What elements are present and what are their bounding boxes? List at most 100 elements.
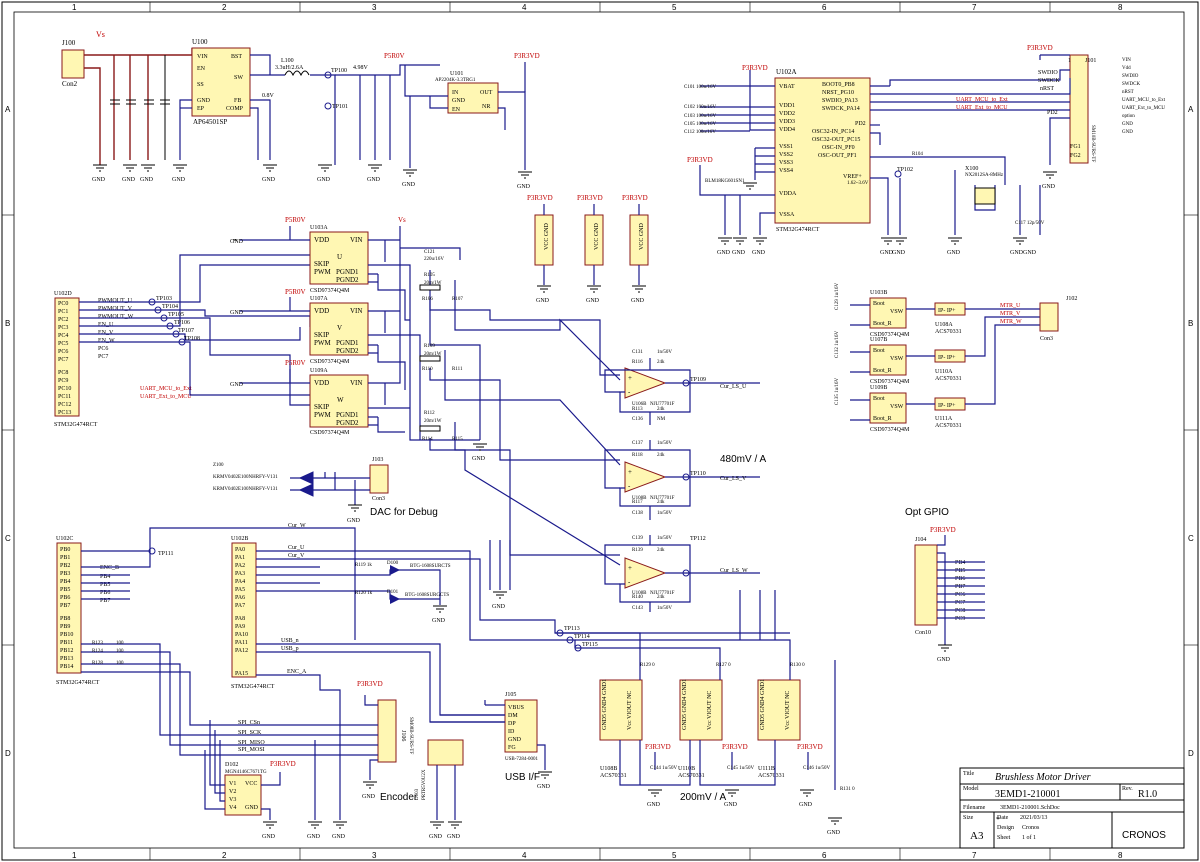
row-label: D [1188,749,1194,758]
dac-area: Z100 KRMV0402E100NHRFY-V131 KRMV0402E100… [213,457,389,502]
svg-text:C121: C121 [424,250,435,255]
model-value: 3EMD1-210001 [995,789,1061,800]
svg-text:100: 100 [116,661,124,666]
svg-text:PC5: PC5 [58,341,68,347]
chip-u103a: U103A CSD97374Q4M VDD VIN U SKIP PWM PGN… [309,225,369,294]
col-label: 6 [822,851,827,860]
gnd-symbols-drv: GND GND GND GND [230,239,487,462]
svg-text:PB7: PB7 [955,584,965,590]
ref-label: J101 [1085,58,1096,64]
svg-text:P5R0V: P5R0V [285,288,306,296]
svg-text:GND: GND [732,250,746,256]
svg-text:VBAT: VBAT [779,84,795,90]
svg-text:PC9: PC9 [955,616,965,622]
svg-text:C102 100n/16V: C102 100n/16V [684,105,716,110]
svg-text:C105 100n/16V: C105 100n/16V [684,122,716,127]
svg-text:GND: GND [892,250,906,256]
svg-text:-: - [628,578,631,586]
svg-text:GND: GND [724,802,738,808]
svg-text:DM: DM [508,713,518,719]
svg-text:Vdd: Vdd [1122,66,1131,71]
svg-text:PC2: PC2 [58,317,68,323]
svg-text:EN: EN [452,107,461,113]
svg-text:TP103: TP103 [156,296,172,302]
svg-text:PB6: PB6 [955,576,965,582]
encoder-wiring [204,695,378,820]
svg-text:R111: R111 [452,367,463,372]
svg-text:TP112: TP112 [690,536,706,542]
col-label: 2 [222,3,227,12]
svg-text:UART_MCU_to_Ext: UART_MCU_to_Ext [1122,98,1166,103]
svg-text:VSW: VSW [890,356,904,362]
svg-text:VSS3: VSS3 [779,160,793,166]
part-label: SM08B-SURS-TF [408,717,413,754]
date-value: 2021/03/13 [1020,815,1047,821]
svg-text:PB1: PB1 [60,555,70,561]
sheet-value: 1 of 1 [1022,834,1036,841]
svg-text:Boot: Boot [873,348,885,354]
svg-text:GND: GND [307,834,321,840]
svg-text:IP- IP+: IP- IP+ [938,355,956,361]
svg-text:SS: SS [197,82,204,88]
uart-label: UART_Ext_to_MCU [956,105,1008,111]
label-dac: DAC for Debug [370,507,438,518]
svg-text:D101: D101 [387,590,399,595]
svg-text:NR: NR [482,104,490,110]
svg-text:GNDGND: GNDGND [1010,250,1037,256]
svg-text:BTG-1608SURCTS: BTG-1608SURCTS [410,564,451,569]
chip-u102a: U102A STM32G474RCT VBAT VDD1 VDD2 VDD3 V… [774,68,871,233]
svg-text:-: - [628,482,631,490]
svg-text:24k: 24k [657,548,665,553]
svg-text:24k: 24k [657,407,665,412]
net-label: EN_V [98,330,114,336]
part-label: STM32G474RCT [776,227,820,233]
connector-j105: J105 USB-7284-0001 VBUS DM DP ID GND FG [504,692,539,762]
part-label: STM32G474RCT [54,422,98,428]
dac-wiring [290,472,370,505]
svg-text:PC7: PC7 [58,357,68,363]
net-label: EN_W [98,338,115,344]
usb-wiring [430,700,546,820]
row-label: A [1188,105,1194,114]
svg-text:VDD: VDD [314,307,329,315]
svg-text:U108B: U108B [600,766,617,772]
net-label: SWDCK [1038,78,1060,84]
net-label: PWMOUT_V [98,306,133,312]
svg-text:GND: GND [317,177,331,183]
svg-text:X100: X100 [965,166,978,172]
svg-text:V: V [337,324,342,332]
opamp-u106a: +- U106B NJU77701F [624,367,675,407]
svg-text:PC6: PC6 [58,349,68,355]
gnd-symbols-mcu: GND GND GND GND GND GND GNDGND GND [717,171,1057,256]
svg-text:GND: GND [140,177,154,183]
part-label: STM32G474RCT [231,684,275,690]
svg-text:PC1: PC1 [58,309,68,315]
gnd-acs: GND GND GND [536,285,646,304]
svg-text:R118: R118 [632,453,643,458]
svg-text:PC12: PC12 [58,402,71,408]
svg-text:GND: GND [492,604,506,610]
svg-text:VIN: VIN [350,379,362,387]
svg-text:R115: R115 [452,437,463,442]
svg-text:C103 100n/16V: C103 100n/16V [684,114,716,119]
svg-text:PWM: PWM [314,411,332,419]
svg-text:24k: 24k [657,360,665,365]
svg-text:R117: R117 [632,500,643,505]
svg-text:0.8V: 0.8V [262,93,275,99]
svg-text:Cur_V: Cur_V [288,553,305,559]
svg-text:P5R0V: P5R0V [285,359,306,367]
svg-text:VSW: VSW [890,309,904,315]
svg-text:IP- IP+: IP- IP+ [938,308,956,314]
svg-text:R112: R112 [424,411,435,416]
part-label: MGN4146C7671TG [225,770,267,775]
svg-text:U108A: U108A [935,322,953,328]
svg-text:GND5 GND4 GND1: GND5 GND4 GND1 [682,679,688,730]
svg-text:ID: ID [508,729,515,735]
svg-text:GND: GND [122,177,136,183]
net-label: nRST [1040,86,1054,92]
